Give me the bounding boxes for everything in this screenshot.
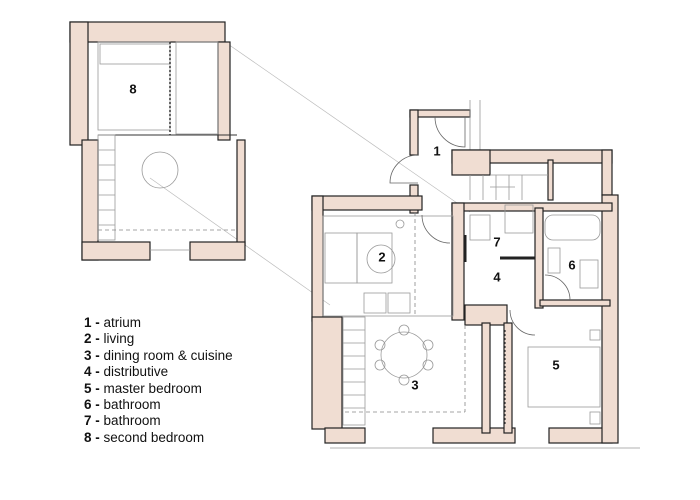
legend-item: 1 - atrium [84, 315, 142, 330]
legend-item: 5 - master bedroom [84, 380, 202, 396]
room-legend: 1 - atrium 2 - living 3 - dining room & … [84, 315, 233, 446]
room-label-4: 4 [493, 269, 501, 284]
room-label-7: 7 [493, 234, 500, 249]
upper-floor-plan: 8 [69, 21, 246, 261]
main-floor-plan: 1 2 3 4 5 6 7 [311, 100, 640, 449]
room-label-2: 2 [378, 249, 385, 264]
legend-item: 8 - second bedroom [84, 429, 205, 445]
room-label-6: 6 [568, 257, 575, 272]
legend-item: 2 - living [84, 331, 135, 347]
legend-item: 4 - distributive [84, 364, 169, 380]
room-label-1: 1 [433, 143, 440, 158]
room-label-8: 8 [129, 81, 136, 96]
projection-lines [149, 41, 471, 306]
legend-item: 7 - bathroom [84, 413, 161, 429]
room-label-3: 3 [411, 377, 418, 392]
legend-item: 3 - dining room & cuisine [84, 347, 233, 363]
legend-item: 6 - bathroom [84, 397, 161, 413]
room-label-5: 5 [552, 357, 559, 372]
